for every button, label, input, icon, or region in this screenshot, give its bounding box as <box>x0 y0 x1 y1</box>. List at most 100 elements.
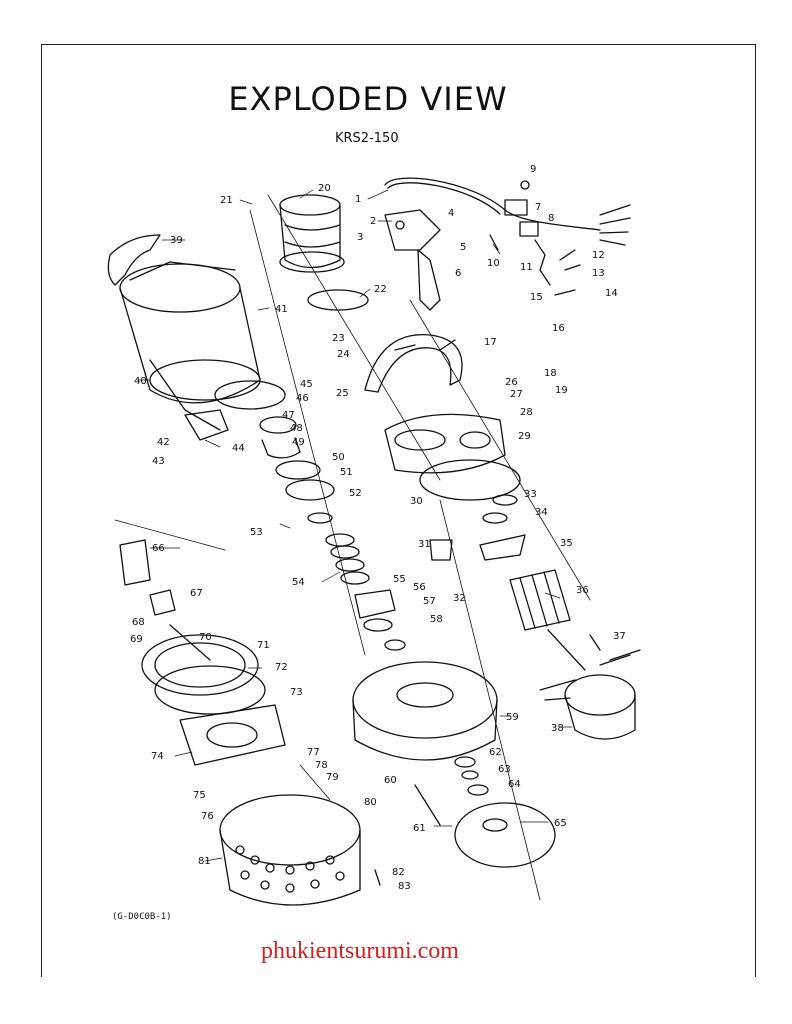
part-label: 29 <box>518 431 531 442</box>
part-cable <box>384 177 601 231</box>
part-shaft-sleeve <box>119 539 151 586</box>
part-label: 50 <box>332 452 345 463</box>
part-label: 43 <box>152 456 165 467</box>
page-title: EXPLODED VIEW <box>228 80 508 118</box>
part-rotor <box>509 569 586 671</box>
part-label: 39 <box>170 235 183 246</box>
part-label: 26 <box>505 377 518 388</box>
part-handle <box>364 333 463 393</box>
part-label: 42 <box>157 437 170 448</box>
part-label: 22 <box>374 284 387 295</box>
part-label: 6 <box>455 268 461 279</box>
part-label: 17 <box>484 337 497 348</box>
part-label: 65 <box>554 818 567 829</box>
part-label: 78 <box>315 760 328 771</box>
part-label: 76 <box>201 811 214 822</box>
part-label: 33 <box>524 489 537 500</box>
part-label: 5 <box>460 242 466 253</box>
part-label: 12 <box>592 250 605 261</box>
part-label: 73 <box>290 687 303 698</box>
part-plate-74 <box>179 704 286 766</box>
part-label: 40 <box>134 376 147 387</box>
assembly-axes <box>114 194 591 901</box>
part-label: 27 <box>510 389 523 400</box>
part-label: 61 <box>413 823 426 834</box>
part-label: 23 <box>332 333 345 344</box>
part-label: 70 <box>199 632 212 643</box>
part-label: 16 <box>552 323 565 334</box>
part-label: 60 <box>384 775 397 786</box>
part-o-ring-22 <box>307 289 369 311</box>
part-label: 3 <box>357 232 363 243</box>
part-label: 18 <box>544 368 557 379</box>
part-label: 83 <box>398 881 411 892</box>
part-cable-holder <box>384 209 441 251</box>
part-label: 47 <box>282 410 295 421</box>
part-label: 57 <box>423 596 436 607</box>
part-label: 34 <box>535 507 548 518</box>
part-label: 21 <box>220 195 233 206</box>
part-label: 69 <box>130 634 143 645</box>
part-label: 48 <box>290 423 303 434</box>
part-label: 80 <box>364 797 377 808</box>
part-label: 56 <box>413 582 426 593</box>
part-labels: 1 2 3 4 5 6 7 9 8 10 11 12 13 14 15 16 1… <box>130 164 626 892</box>
part-label: 82 <box>392 867 405 878</box>
part-label: 66 <box>152 543 165 554</box>
part-pump-casing <box>352 661 498 761</box>
part-label: 15 <box>530 292 543 303</box>
part-label: 45 <box>300 379 313 390</box>
part-cover-44 <box>184 409 229 441</box>
part-label: 79 <box>326 772 339 783</box>
part-bearing-housing <box>384 413 506 474</box>
part-label: 32 <box>453 593 466 604</box>
part-label: 54 <box>292 577 305 588</box>
part-label: 51 <box>340 467 353 478</box>
part-motor-frame <box>119 261 261 431</box>
part-label: 2 <box>370 216 376 227</box>
part-label: 75 <box>193 790 206 801</box>
part-terminal-block <box>504 199 528 216</box>
part-label: 13 <box>592 268 605 279</box>
part-label: 7 <box>535 202 541 213</box>
part-label: 67 <box>190 588 203 599</box>
part-impeller <box>454 802 556 868</box>
part-label: 19 <box>555 385 568 396</box>
part-label: 11 <box>520 262 533 273</box>
part-stator <box>539 649 641 740</box>
part-label: 4 <box>448 208 454 219</box>
leader-lines <box>137 189 573 862</box>
part-label: 58 <box>430 614 443 625</box>
model-number: KRS2-150 <box>335 131 399 146</box>
part-o-ring-30 <box>419 459 521 501</box>
part-label: 44 <box>232 443 245 454</box>
part-label: 31 <box>418 539 431 550</box>
part-strainer <box>219 794 361 906</box>
part-label: 35 <box>560 538 573 549</box>
part-label: 25 <box>336 388 349 399</box>
drawing-code: (G-D0C0B-1) <box>112 912 172 922</box>
part-label: 14 <box>605 288 618 299</box>
part-suction-ring <box>141 634 259 696</box>
part-label: 28 <box>520 407 533 418</box>
watermark: phukientsurumi.com <box>261 938 459 964</box>
part-label: 53 <box>250 527 263 538</box>
part-label: 77 <box>307 747 320 758</box>
part-label: 37 <box>613 631 626 642</box>
part-label: 20 <box>318 183 331 194</box>
part-label: 62 <box>489 747 502 758</box>
part-label: 64 <box>508 779 521 790</box>
part-label: 59 <box>506 712 519 723</box>
page-frame <box>41 44 756 977</box>
part-label: 49 <box>292 437 305 448</box>
part-bracket <box>279 194 345 273</box>
part-label: 36 <box>576 585 589 596</box>
part-label: 46 <box>296 393 309 404</box>
part-label: 55 <box>393 574 406 585</box>
part-label: 9 <box>530 164 536 175</box>
part-label: 68 <box>132 617 145 628</box>
part-label: 52 <box>349 488 362 499</box>
part-plate-35 <box>479 534 526 561</box>
part-shaft-seal <box>325 533 370 585</box>
